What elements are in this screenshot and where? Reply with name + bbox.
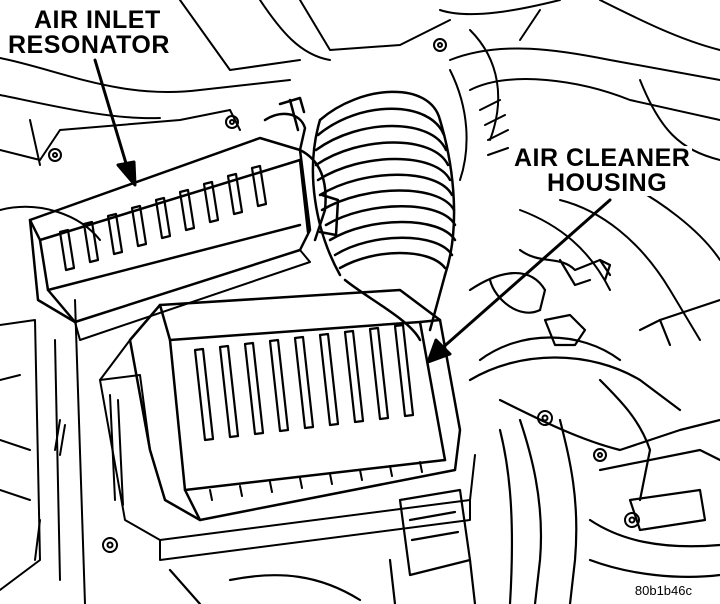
- resonator-label-line2: RESONATOR: [6, 31, 172, 59]
- air-inlet-resonator: [28, 96, 340, 341]
- housing-label-line2: HOUSING: [545, 171, 693, 196]
- resonator-ribs: [58, 164, 268, 272]
- housing-label-line1: AIR CLEANER: [512, 144, 693, 172]
- resonator-leader-line: [93, 58, 130, 172]
- intake-hose: [311, 90, 457, 342]
- fasteners: [48, 38, 640, 553]
- housing-leader-line: [438, 198, 612, 352]
- upper-right-structure: [439, 0, 720, 341]
- housing-arrowhead: [426, 338, 452, 364]
- resonator-arrowhead: [116, 160, 137, 187]
- air-cleaner-housing: [99, 288, 476, 561]
- housing-ribs: [193, 323, 415, 442]
- leader-arrows: [93, 58, 612, 364]
- body-structure: [0, 0, 451, 604]
- figure-code: 80b1b46c: [632, 583, 694, 598]
- air-cleaner-housing-label: AIR CLEANER HOUSING: [512, 144, 693, 196]
- air-inlet-resonator-label: AIR INLET RESONATOR: [6, 8, 172, 58]
- resonator-label-line1: AIR INLET: [32, 8, 172, 33]
- right-side-components: [168, 248, 720, 604]
